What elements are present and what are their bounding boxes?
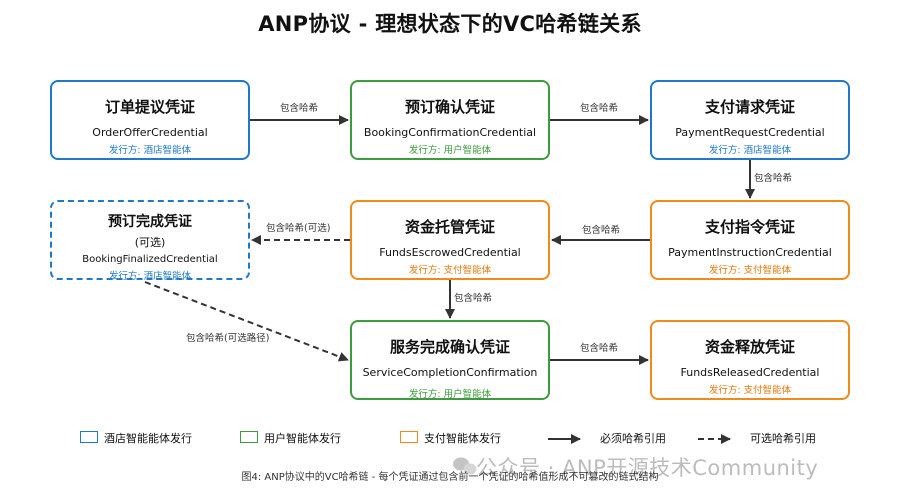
node-title: 预订完成凭证 [108, 214, 192, 230]
node-issuer: 发行方: 支付智能体 [708, 265, 792, 276]
node-title: 支付请求凭证 [704, 98, 795, 116]
node-optional-tag: (可选) [134, 236, 166, 249]
edge-finalized-to-service [144, 281, 349, 362]
legend-hotel-swatch [80, 431, 98, 443]
legend-payment-label: 支付智能体发行 [424, 432, 501, 445]
node-issuer: 发行方: 支付智能体 [708, 385, 792, 396]
edge-label: 包含哈希 [280, 103, 319, 114]
edge-label: 包含哈希 [582, 225, 621, 236]
figure-caption: 图4: ANP协议中的VC哈希链 - 每个凭证通过包含前一个凭证的哈希值形成不可… [241, 472, 659, 483]
legend-required-label: 必须哈希引用 [600, 432, 666, 445]
edge-label: 包含哈希 [454, 293, 493, 304]
node-issuer: 发行方: 酒店智能体 [108, 271, 192, 282]
node-english-name: PaymentInstructionCredential [668, 246, 832, 259]
node-english-name: FundsReleasedCredential [680, 366, 820, 379]
node-title: 资金释放凭证 [704, 338, 795, 356]
node-title: 订单提议凭证 [104, 98, 195, 116]
node-english-name: FundsEscrowedCredential [379, 246, 521, 259]
legend-user-label: 用户智能体发行 [264, 432, 341, 445]
node-booking-confirmation: 预订确认凭证 BookingConfirmationCredential 发行方… [350, 80, 550, 160]
node-issuer: 发行方: 酒店智能体 [708, 145, 792, 156]
node-issuer: 发行方: 用户智能体 [408, 389, 492, 400]
legend-hotel-label: 酒店智能能体发行 [104, 432, 192, 445]
node-payment-request: 支付请求凭证 PaymentRequestCredential 发行方: 酒店智… [650, 80, 850, 160]
node-title: 资金托管凭证 [404, 218, 495, 236]
node-payment-instruction: 支付指令凭证 PaymentInstructionCredential 发行方:… [650, 200, 850, 280]
node-title: 支付指令凭证 [704, 218, 795, 236]
node-order-offer: 订单提议凭证 OrderOfferCredential 发行方: 酒店智能体 [50, 80, 250, 160]
node-issuer: 发行方: 支付智能体 [408, 265, 492, 276]
edge-label: 包含哈希(可选) [266, 223, 331, 234]
node-english-name: PaymentRequestCredential [675, 126, 825, 139]
edge-label: 包含哈希(可选路径) [186, 333, 270, 344]
node-service-completion: 服务完成确认凭证 ServiceCompletionConfirmation 发… [350, 320, 550, 400]
node-funds-escrowed: 资金托管凭证 FundsEscrowedCredential 发行方: 支付智能… [350, 200, 550, 280]
watermark-text: 公众号 · ANP开源技术Community [476, 456, 819, 480]
node-funds-released: 资金释放凭证 FundsReleasedCredential 发行方: 支付智能… [650, 320, 850, 400]
node-english-name: ServiceCompletionConfirmation [362, 366, 538, 379]
edge-label: 包含哈希 [580, 343, 619, 354]
legend-optional-label: 可选哈希引用 [750, 432, 816, 445]
diagram-title: ANP协议 - 理想状态下的VC哈希链关系 [258, 12, 642, 36]
wechat-icon [453, 457, 477, 475]
node-booking-finalized: 预订完成凭证 (可选) BookingFinalizedCredential 发… [50, 200, 250, 282]
node-issuer: 发行方: 用户智能体 [408, 145, 492, 156]
edge-label: 包含哈希 [580, 103, 619, 114]
node-english-name: BookingConfirmationCredential [363, 126, 537, 139]
edge-label: 包含哈希 [754, 173, 793, 184]
node-english-name: OrderOfferCredential [92, 126, 208, 139]
node-title: 预订确认凭证 [404, 98, 495, 116]
node-english-name: BookingFinalizedCredential [82, 254, 218, 265]
legend-user-swatch [240, 431, 258, 443]
node-title: 服务完成确认凭证 [389, 338, 510, 356]
node-issuer: 发行方: 酒店智能体 [108, 145, 192, 156]
legend-payment-swatch [400, 431, 418, 443]
